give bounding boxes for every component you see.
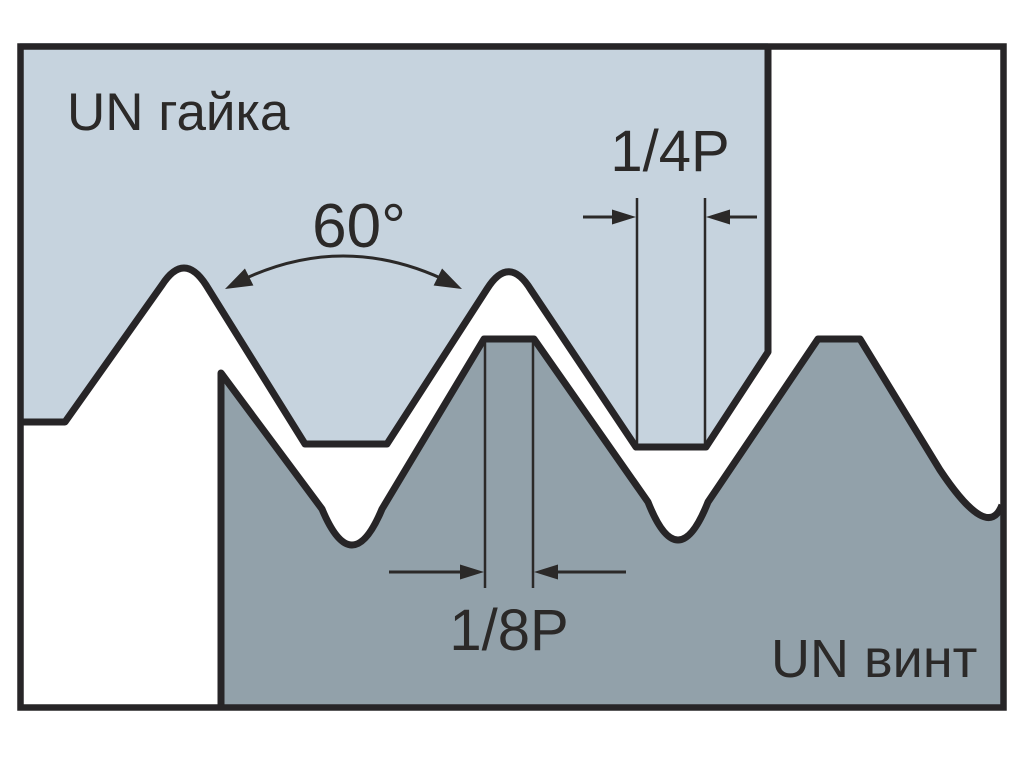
eighth-pitch-arrowhead-left [460, 564, 484, 580]
angle-arc [235, 254, 452, 285]
nut-region [20, 43, 768, 447]
quarter-pitch-arrowhead-right [706, 209, 730, 225]
angle-label: 60° [312, 192, 406, 261]
screw-label: UN винт [771, 629, 977, 689]
nut-label: UN гайка [67, 83, 290, 142]
eighth-pitch-arrowhead-right [534, 564, 558, 580]
quarter-pitch-label: 1/4P [610, 119, 729, 184]
angle-arrowhead-left [225, 268, 254, 289]
eighth-pitch-label: 1/8P [449, 598, 568, 663]
screw-profile-outline [217, 335, 1006, 705]
angle-arrowhead-right [433, 268, 462, 289]
quarter-pitch-arrowhead-left [612, 209, 636, 225]
screw-region [221, 339, 1002, 706]
diagram-border [17, 43, 1007, 711]
nut-profile-outline [21, 45, 772, 451]
dimension-annotations [225, 198, 757, 588]
